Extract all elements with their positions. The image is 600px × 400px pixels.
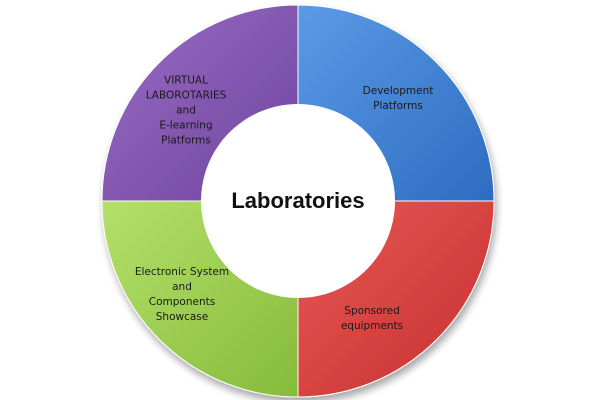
segment-label-line: Sponsored	[344, 305, 400, 317]
segment-label-line: and	[176, 104, 196, 117]
segment-label-line: Platforms	[373, 100, 423, 112]
segment-label-line: Components	[148, 296, 216, 308]
segment-label-sponsored-equipments: Sponsored equipments	[341, 304, 403, 334]
segment-label-line: VIRTUAL	[164, 74, 208, 87]
segment-label-virtual-laboratories: VIRTUAL LABOROTARIES and E-learning Plat…	[146, 74, 227, 149]
segment-label-line: and	[172, 281, 192, 293]
segment-label-development-platforms: Development Platforms	[363, 84, 434, 114]
segment-label-line: E-learning	[159, 119, 213, 132]
segment-label-line: equipments	[340, 320, 404, 332]
segment-label-line: Showcase	[155, 311, 209, 323]
segment-label-line: LABOROTARIES	[145, 89, 227, 102]
center-hole	[201, 104, 395, 298]
segment-label-line: Electronic System	[134, 266, 230, 278]
center-title: Laboratories	[231, 188, 365, 213]
segment-label-line: Platforms	[161, 134, 211, 147]
segment-label-electronic-system-showcase: Electronic System and Components Showcas…	[135, 265, 229, 325]
segment-label-line: Development	[362, 85, 434, 97]
